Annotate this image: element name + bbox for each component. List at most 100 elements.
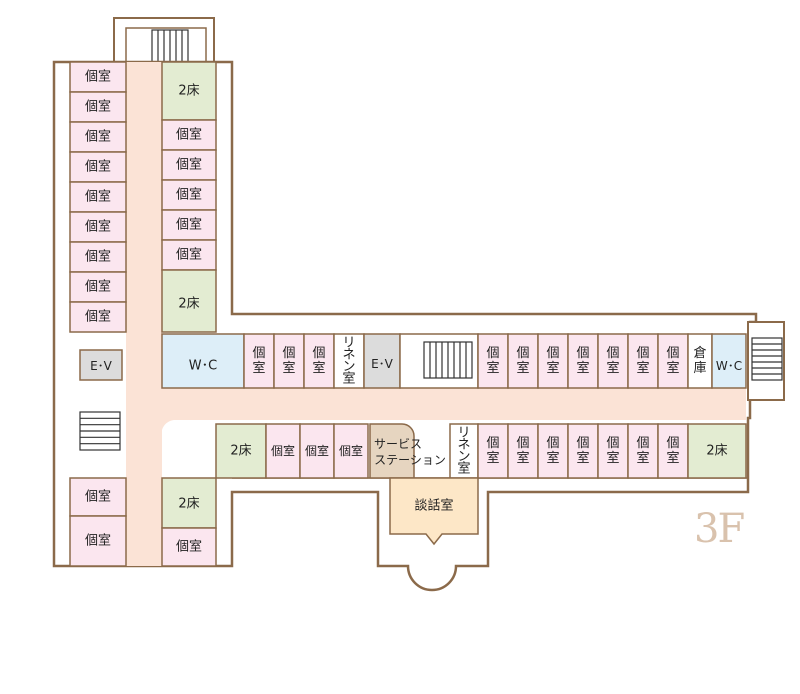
west-stairs	[79, 411, 121, 451]
private-room-label: 個室	[271, 443, 295, 458]
private-room-label: 個室	[176, 217, 202, 233]
vertical-char: 室	[636, 360, 649, 376]
private-room-label: 個室	[576, 436, 589, 466]
two-bed-room	[161, 477, 217, 529]
private-room	[161, 179, 217, 211]
vertical-char: ネ	[342, 348, 355, 363]
private-room	[537, 333, 569, 389]
private-room	[161, 149, 217, 181]
top-stairs	[151, 29, 189, 65]
vertical-char: 室	[606, 360, 619, 376]
private-room	[69, 301, 127, 333]
private-room-label: 個室	[85, 99, 111, 115]
vertical-char: 室	[342, 371, 355, 387]
private-room	[69, 151, 127, 183]
private-room-label: 個室	[85, 309, 111, 325]
private-room-label: 個室	[516, 436, 529, 466]
private-room	[161, 527, 217, 567]
private-room	[69, 91, 127, 123]
private-room-label: 個室	[636, 346, 649, 376]
vertical-char: 個	[606, 346, 619, 361]
private-room	[69, 477, 127, 517]
vertical-char: 室	[666, 450, 679, 466]
private-room-label: 個室	[85, 533, 111, 549]
private-room-label: 個室	[486, 436, 499, 466]
two-bed-label: 2床	[706, 444, 727, 459]
elevator-east	[363, 333, 401, 389]
private-room	[69, 181, 127, 213]
storage-room-label: 倉庫	[693, 346, 706, 376]
private-room	[69, 211, 127, 243]
private-room-label: 個室	[636, 436, 649, 466]
two-bed-room	[161, 269, 217, 333]
vertical-char: 個	[576, 346, 589, 361]
vertical-char: 個	[636, 436, 649, 451]
wc-west-label: W･C	[189, 359, 217, 374]
vertical-char: 個	[636, 346, 649, 361]
two-bed-room	[687, 423, 747, 479]
service-station-line: ステーション	[374, 453, 446, 467]
private-room-label: 個室	[666, 346, 679, 376]
elevator-west-label: E･V	[90, 359, 113, 373]
private-room-label: 個室	[85, 249, 111, 265]
wc-east	[711, 333, 747, 389]
vertical-char: 個	[282, 346, 295, 361]
floor-label: 3F	[694, 506, 745, 552]
private-room	[597, 333, 629, 389]
vertical-char: 室	[576, 360, 589, 376]
private-room	[333, 423, 369, 479]
service-station-line: サービス	[374, 437, 422, 451]
vertical-char: リ	[342, 336, 355, 351]
private-room	[507, 333, 539, 389]
private-room	[299, 423, 335, 479]
private-room-label: 個室	[85, 69, 111, 85]
two-bed-label: 2床	[178, 84, 199, 99]
vertical-char: 室	[282, 360, 295, 376]
lounge-label: 談話室	[414, 498, 453, 514]
private-room	[477, 423, 509, 479]
private-room-label: 個室	[576, 346, 589, 376]
private-room-label: 個室	[85, 489, 111, 505]
vertical-char: 室	[666, 360, 679, 376]
vertical-char: 個	[606, 436, 619, 451]
vertical-char: ネ	[457, 438, 470, 453]
vertical-char: ン	[457, 450, 470, 465]
private-room	[477, 333, 509, 389]
private-room	[273, 333, 305, 389]
private-room-label: 個室	[176, 539, 202, 555]
private-room-label: 個室	[85, 219, 111, 235]
private-room-label: 個室	[252, 346, 265, 376]
two-bed-room	[161, 61, 217, 121]
private-room-label: 個室	[282, 346, 295, 376]
two-bed-label: 2床	[230, 444, 251, 459]
two-bed-room	[215, 423, 267, 479]
vertical-char: 室	[312, 360, 325, 376]
private-room	[69, 515, 127, 567]
vertical-char: 室	[546, 360, 559, 376]
private-room	[597, 423, 629, 479]
private-room-label: 個室	[339, 443, 363, 458]
vertical-char: 室	[252, 360, 265, 376]
vertical-char: 倉	[693, 346, 706, 361]
two-bed-label: 2床	[178, 497, 199, 512]
private-room	[69, 121, 127, 153]
lounge	[389, 477, 479, 546]
private-room	[567, 333, 599, 389]
private-room-label: 個室	[176, 187, 202, 203]
private-room	[657, 333, 689, 389]
room-layer: 個室個室個室個室個室個室個室個室個室個室個室2床個室個室個室個室個室2床2床個室…	[69, 61, 747, 567]
vertical-char: 個	[312, 346, 325, 361]
private-room-label: 個室	[176, 157, 202, 173]
vertical-char: 室	[636, 450, 649, 466]
private-room	[657, 423, 689, 479]
private-room-label: 個室	[546, 346, 559, 376]
vertical-char: 個	[486, 346, 499, 361]
elevator-west	[79, 349, 123, 381]
private-room-label: 個室	[176, 247, 202, 263]
private-room-label: 個室	[176, 127, 202, 143]
vertical-char: 室	[606, 450, 619, 466]
vertical-char: ン	[342, 360, 355, 375]
vertical-char: 個	[252, 346, 265, 361]
vertical-char: 個	[576, 436, 589, 451]
